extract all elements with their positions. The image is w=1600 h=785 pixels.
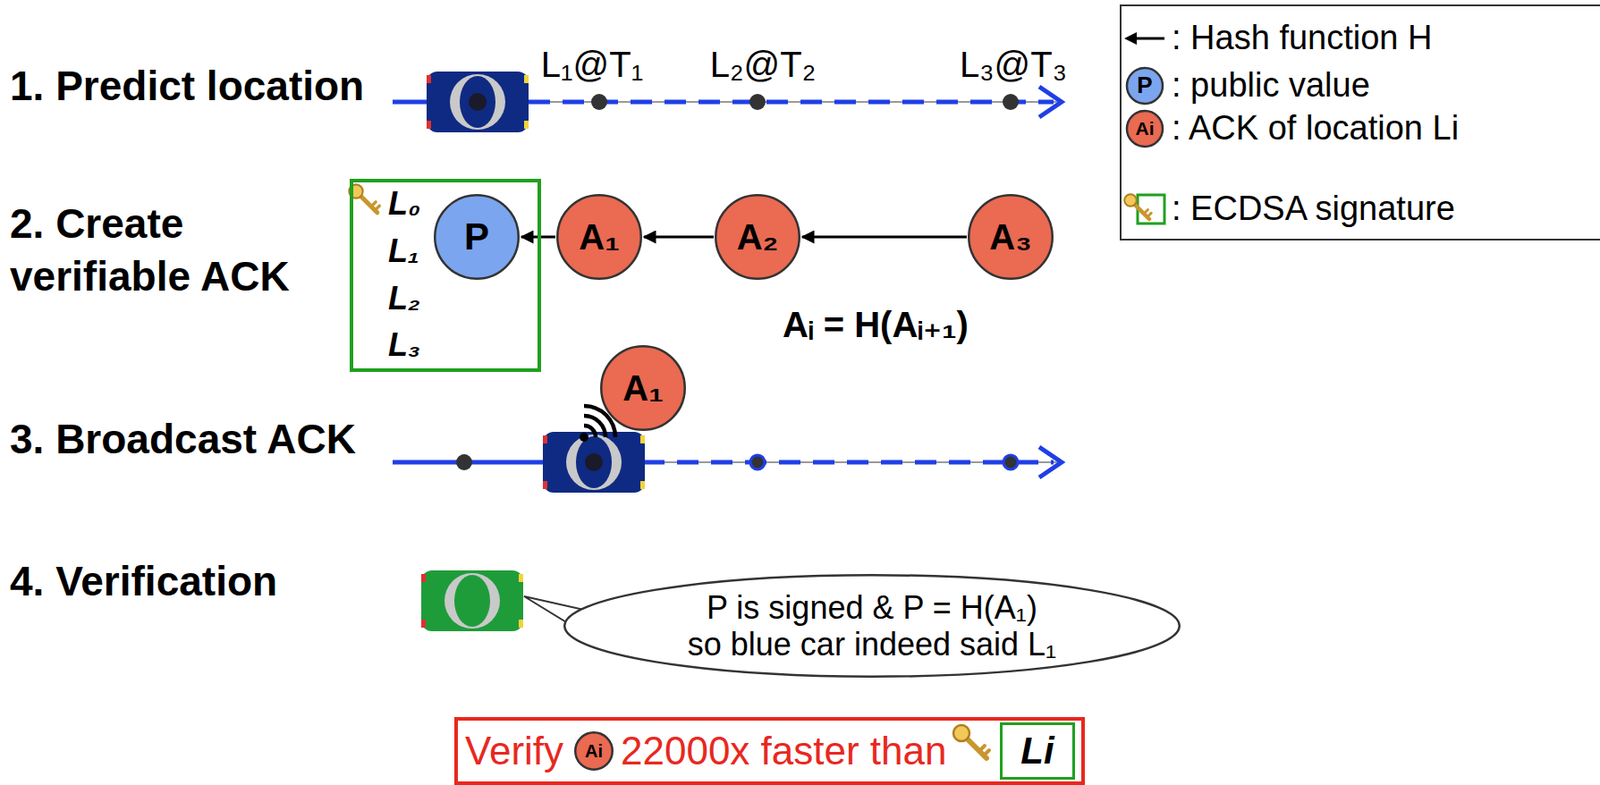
- location-entry: L₂: [388, 279, 421, 317]
- blue-car: [426, 71, 529, 133]
- hash-equation: Aᵢ = H(Aᵢ₊₁): [782, 304, 969, 346]
- location-time-label: L₂@T₂: [710, 43, 816, 85]
- antenna-dot: [579, 432, 589, 442]
- ack-circle: A₁: [556, 194, 643, 280]
- speedup-box: Verify 22000x faster than Ai Li: [454, 717, 1085, 785]
- location-dot: [1003, 455, 1018, 470]
- speech-bubble: P is signed & P = H(A₁) so blue car inde…: [563, 574, 1181, 678]
- legend-symbol-text: Ai: [1135, 118, 1155, 140]
- ack-circle: A₂: [714, 194, 801, 280]
- public-value-circle: P: [433, 194, 520, 280]
- public-value-circle-shape: [434, 194, 519, 280]
- blue-car: [542, 431, 645, 493]
- path-guide: [643, 461, 1059, 464]
- legend-text: : Hash function H: [1171, 18, 1432, 59]
- location-dot: [749, 93, 766, 111]
- signed-location-box: Li: [999, 722, 1076, 780]
- path-arrowhead: [1039, 447, 1062, 478]
- verification-text: P is signed & P = H(A₁) so blue car inde…: [657, 589, 1087, 664]
- ack-circle-shape: [968, 194, 1053, 280]
- public-value-text: P: [464, 215, 490, 259]
- legend-arrow-head: [1124, 32, 1137, 45]
- location-dot: [1002, 93, 1019, 111]
- location-time-label: L₃@T₃: [959, 43, 1067, 85]
- signature-key: [953, 725, 990, 759]
- car-center: [584, 453, 603, 472]
- legend-text: : public value: [1171, 66, 1371, 106]
- speedup-text: 22000x faster than: [620, 728, 947, 775]
- ack-text: A₂: [736, 216, 779, 258]
- legend-swatch: [1126, 110, 1163, 147]
- ack-circle: A₃: [967, 194, 1054, 280]
- speedup-text: Verify: [465, 728, 564, 775]
- path-arrowhead: [1039, 86, 1062, 118]
- location-dot: [750, 455, 765, 470]
- location-dot: [591, 93, 608, 111]
- location-entry: L₁: [388, 232, 420, 270]
- hash-arrow: [643, 236, 714, 239]
- legend-text: : ECDSA signature: [1171, 189, 1456, 229]
- wireless-wave: [584, 415, 606, 438]
- location-dot: [456, 454, 473, 471]
- step-label: 2. Create verifiable ACK: [9, 197, 319, 304]
- step-label: 4. Verification: [9, 558, 278, 606]
- location-entry: L₀: [388, 185, 421, 222]
- broadcast-ack-circle-shape: [601, 346, 686, 431]
- speech-bubble-shape: [564, 575, 1180, 678]
- path-guide: [528, 101, 1059, 103]
- green-car: [421, 570, 524, 632]
- legend-arrow-sample: [1132, 37, 1165, 41]
- ack-text: A₁: [578, 216, 619, 258]
- ack-circle-small: Ai: [574, 731, 614, 771]
- legend-symbol-text: P: [1136, 72, 1152, 100]
- signed-box: L₀ L₁ L₂ L₃ P: [349, 178, 542, 373]
- signature-key: [348, 184, 380, 212]
- location-entry: L₃: [388, 326, 421, 364]
- ack-circle-shape: [715, 194, 800, 280]
- broadcast-ack-circle: A₁: [600, 345, 686, 432]
- ack-circle-shape: [557, 194, 642, 280]
- step-label: 3. Broadcast ACK: [9, 415, 356, 464]
- ack-text: A₁: [622, 367, 663, 409]
- ack-text: Ai: [584, 741, 603, 762]
- legend-frame: [1120, 5, 1600, 240]
- wireless-wave: [584, 425, 596, 438]
- legend-key: [1124, 194, 1152, 220]
- location-time-label: L₁@T₁: [541, 43, 644, 85]
- predicted-path: [528, 100, 1054, 105]
- ack-circle-small-shape: [575, 732, 613, 771]
- legend-text: : ACK of location Li: [1171, 109, 1459, 149]
- ack-text: A₃: [989, 216, 1032, 258]
- predicted-path: [643, 460, 1054, 466]
- car-center: [468, 93, 487, 111]
- hash-arrow: [802, 236, 967, 239]
- legend-swatch: [1126, 67, 1163, 104]
- location-text: Li: [1020, 729, 1054, 773]
- step-label: 1. Predict location: [9, 62, 365, 111]
